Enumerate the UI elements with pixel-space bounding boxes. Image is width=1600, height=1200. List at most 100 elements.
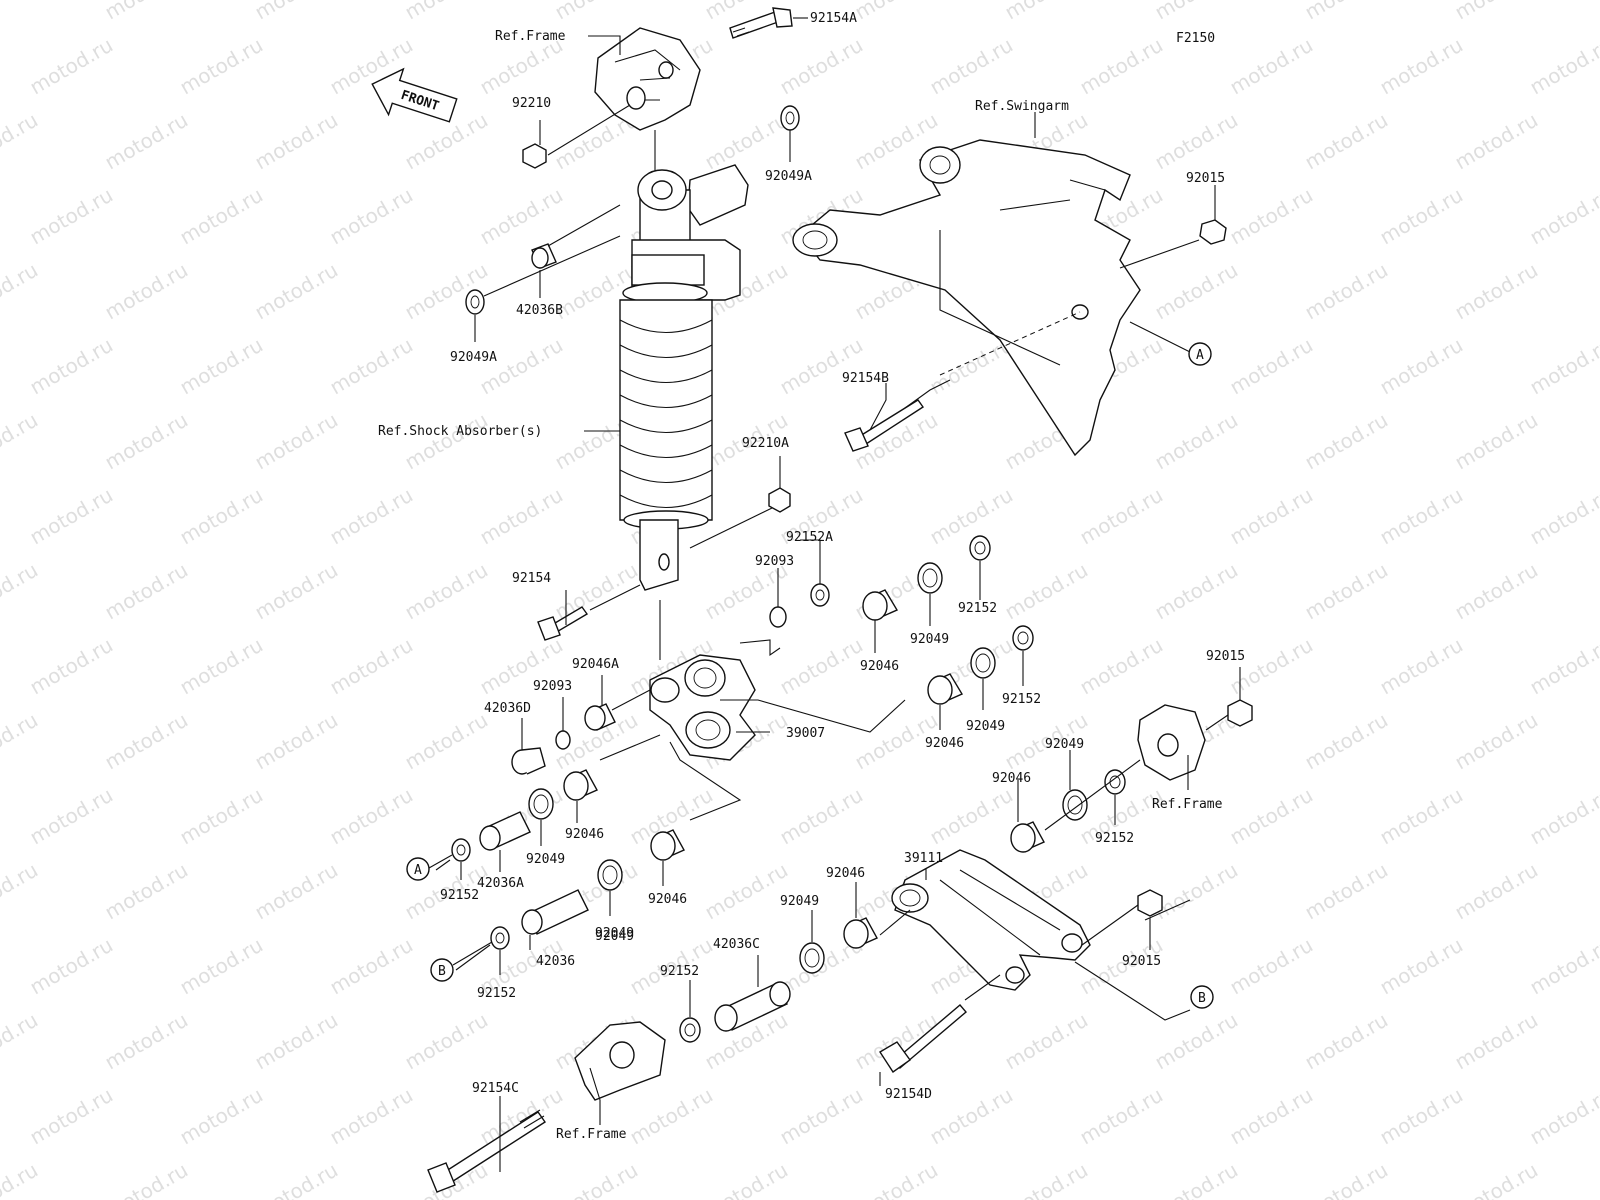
watermark-text: motod.ru <box>101 1008 192 1075</box>
watermark-text: motod.ru <box>776 333 867 400</box>
part-label: 92210 <box>512 96 551 111</box>
part-label: 42036C <box>713 937 760 952</box>
watermark-text: motod.ru <box>401 708 492 775</box>
watermark-text: motod.ru <box>776 1083 867 1150</box>
watermark-text: motod.ru <box>1451 1158 1542 1200</box>
part-label: 92152 <box>958 601 997 616</box>
watermark-text: motod.ru <box>101 558 192 625</box>
watermark-text: motod.ru <box>401 558 492 625</box>
part-label: 92152 <box>477 986 516 1001</box>
watermark-text: motod.ru <box>1376 783 1467 850</box>
part-label: 92046 <box>826 866 865 881</box>
watermark-text: motod.ru <box>251 708 342 775</box>
bearing-92093-lower-drawing <box>555 730 571 750</box>
part-label: 92015 <box>1206 649 1245 664</box>
watermark-text: motod.ru <box>0 408 42 475</box>
watermark-text: motod.ru <box>1451 558 1542 625</box>
part-label: 92093 <box>533 679 572 694</box>
watermark-text: motod.ru <box>1451 0 1542 24</box>
watermark-text: motod.ru <box>1226 483 1317 550</box>
shock-absorber-drawing <box>619 164 749 591</box>
watermark-text: motod.ru <box>1151 1008 1242 1075</box>
part-label: 92049 <box>526 852 565 867</box>
spacer-42036b-drawing <box>531 243 557 269</box>
part-label: 92046 <box>925 736 964 751</box>
collar-92152-mid-right-drawing <box>1012 625 1034 651</box>
swingarm-drawing <box>792 139 1141 457</box>
rod-39111-drawing <box>891 849 1091 991</box>
watermark-text: motod.ru <box>101 258 192 325</box>
part-label: 42036D <box>484 701 531 716</box>
watermark-text: motod.ru <box>251 1008 342 1075</box>
watermark-text: motod.ru <box>26 933 117 1000</box>
watermark-text: motod.ru <box>1451 408 1542 475</box>
spacer-42036c-drawing <box>714 981 791 1032</box>
watermark-text: motod.ru <box>1151 408 1242 475</box>
seal-92049-right-drawing <box>1062 789 1088 821</box>
watermark-text: motod.ru <box>1151 558 1242 625</box>
part-label: 92046 <box>992 771 1031 786</box>
bearing-92046-lower-left-drawing <box>563 769 598 801</box>
watermark-text: motod.ru <box>476 483 567 550</box>
part-label: 92049 <box>966 719 1005 734</box>
part-label: 92049 <box>1045 737 1084 752</box>
part-label: 92049 <box>595 929 634 944</box>
watermark-text: motod.ru <box>176 933 267 1000</box>
watermark-text: motod.ru <box>1076 483 1167 550</box>
ref-frame-right-label: Ref.Frame <box>1152 797 1223 812</box>
bolt-92154b-drawing <box>844 379 951 452</box>
watermark-text: motod.ru <box>176 1083 267 1150</box>
svg-text:B: B <box>1198 991 1206 1006</box>
callout-b-left: B <box>430 941 493 982</box>
part-label: 92154 <box>512 571 551 586</box>
watermark-text: motod.ru <box>926 783 1017 850</box>
collar-92152-lower-center-drawing <box>679 1017 701 1043</box>
part-label: 39111 <box>904 851 943 866</box>
frame-bracket-right-drawing <box>1137 704 1206 781</box>
bolt-92154c-drawing <box>427 1109 546 1193</box>
watermark-text: motod.ru <box>326 1083 417 1150</box>
bearing-92093-upper-drawing <box>769 606 787 628</box>
bolt-92154d-drawing <box>879 974 1001 1073</box>
watermark-text: motod.ru <box>1451 258 1542 325</box>
watermark-text: motod.ru <box>551 0 642 24</box>
bearing-92046-center-drawing <box>650 829 685 861</box>
part-label: 92152 <box>1002 692 1041 707</box>
watermark-text: motod.ru <box>1301 858 1392 925</box>
watermark-text: motod.ru <box>326 933 417 1000</box>
watermark-text: motod.ru <box>1226 333 1317 400</box>
callout-b-right: B <box>1190 985 1214 1009</box>
washer-92049a-upper-drawing <box>780 105 800 131</box>
watermark-text: motod.ru <box>1451 708 1542 775</box>
watermark-text: motod.ru <box>26 333 117 400</box>
part-labels: 92154A 92210 92049A 92049A 42036B 92015 … <box>440 11 1245 1102</box>
collar-92152a-drawing <box>810 583 830 607</box>
frame-bracket-bottom-drawing <box>574 1021 666 1101</box>
watermark-text: motod.ru <box>176 483 267 550</box>
part-label: 92210A <box>742 436 789 451</box>
watermark-text: motod.ru <box>1301 558 1392 625</box>
watermark-text: motod.ru <box>0 858 42 925</box>
watermark-text: motod.ru <box>1376 333 1467 400</box>
watermark-text: motod.ru <box>1151 0 1242 24</box>
bearing-92046-lower-center-drawing <box>843 917 878 949</box>
watermark-text: motod.ru <box>1301 1008 1392 1075</box>
seal-92049-center-drawing <box>597 859 623 891</box>
part-label: 92152 <box>440 888 479 903</box>
watermark-text: motod.ru <box>1001 558 1092 625</box>
watermark-text: motod.ru <box>1226 933 1317 1000</box>
ref-swingarm-label: Ref.Swingarm <box>975 99 1069 114</box>
collar-92152-upper-drawing <box>969 535 991 561</box>
figure-code: F2150 <box>1176 31 1215 46</box>
ref-frame-top-label: Ref.Frame <box>495 29 566 44</box>
watermark-text: motod.ru <box>26 483 117 550</box>
watermark-text: motod.ru <box>701 108 792 175</box>
watermark-text: motod.ru <box>1076 633 1167 700</box>
seal-92049-lower-center-drawing <box>799 942 825 974</box>
leader-lines <box>435 17 1241 1172</box>
watermark-text: motod.ru <box>0 1158 42 1200</box>
watermark-text: motod.ru <box>251 108 342 175</box>
watermark-text: motod.ru <box>1526 933 1600 1000</box>
watermark-text: motod.ru <box>476 183 567 250</box>
